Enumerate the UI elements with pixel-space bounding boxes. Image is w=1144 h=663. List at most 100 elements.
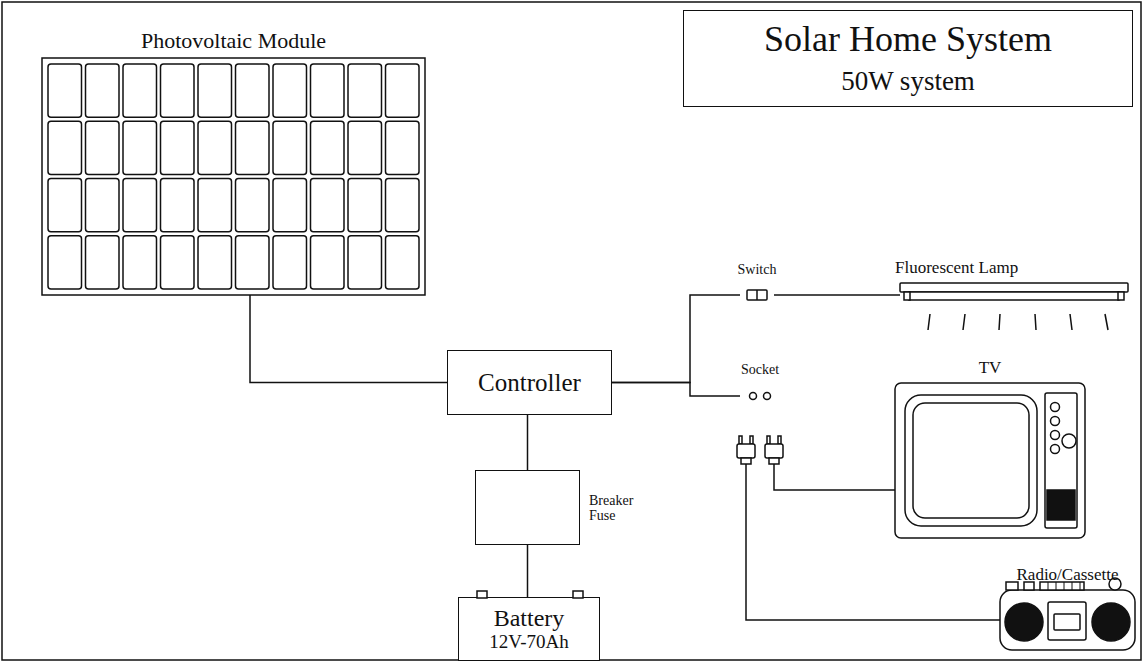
node-sublabel: 50W system	[841, 67, 975, 97]
shape-part	[273, 236, 307, 289]
shape-part	[311, 179, 345, 232]
shape-part	[123, 179, 157, 232]
shape-part	[123, 64, 157, 117]
shape-part	[236, 236, 270, 289]
shape-part	[161, 121, 195, 174]
shape-part	[747, 290, 767, 300]
plug-right	[765, 436, 783, 464]
shape-part	[348, 121, 382, 174]
radio-cassette-drawing	[1000, 590, 1135, 650]
node-label: Photovoltaic Module	[141, 29, 326, 53]
wire	[527, 415, 528, 470]
shape-part	[86, 179, 120, 232]
node-sublabel: 12V-70Ah	[489, 632, 569, 653]
battery-box: Battery12V-70Ah	[458, 597, 600, 661]
shape-part	[386, 236, 420, 289]
tv-set: TV	[895, 383, 1085, 538]
shape-part	[311, 236, 345, 289]
shape-part	[1051, 431, 1060, 440]
switch-box: Switch	[740, 282, 774, 308]
shape-part	[1118, 292, 1124, 300]
shape-part	[236, 179, 270, 232]
shape-part	[198, 121, 232, 174]
shape-part	[86, 236, 120, 289]
shape-part	[1051, 403, 1060, 412]
shape-part	[1006, 582, 1018, 590]
shape-part	[236, 121, 270, 174]
shape-part	[1062, 434, 1076, 448]
shape-part	[900, 283, 1128, 292]
shape-part	[198, 236, 232, 289]
shape-part	[908, 292, 1120, 300]
shape-part	[273, 121, 307, 174]
breaker-box: Breaker Fuse	[475, 470, 580, 545]
wire-line	[612, 383, 740, 397]
node-label: Battery	[494, 605, 565, 631]
shape-part	[756, 290, 758, 300]
plug-left	[737, 436, 755, 464]
lamp-rays	[928, 314, 1108, 330]
node-label: TV	[979, 359, 1002, 378]
shape-part	[1048, 602, 1086, 640]
shape-part	[311, 64, 345, 117]
wire	[612, 383, 740, 397]
shape-part	[1051, 445, 1060, 454]
shape-part	[386, 121, 420, 174]
wire	[527, 545, 528, 597]
shape-part	[86, 64, 120, 117]
shape-part	[86, 121, 120, 174]
shape-part	[48, 121, 82, 174]
shape-part	[161, 179, 195, 232]
pv-module: Photovoltaic Module	[42, 58, 425, 295]
node-label: Radio/Cassette	[1017, 566, 1119, 585]
pv-module-drawing	[42, 58, 425, 295]
wire	[612, 295, 740, 383]
title-box: Solar Home System 50W system	[683, 10, 1133, 107]
tv-set-drawing	[895, 383, 1085, 538]
node-label: Socket	[741, 362, 779, 377]
shape-part	[348, 179, 382, 232]
shape-part	[1051, 417, 1060, 426]
shape-part	[161, 64, 195, 117]
shape-part	[236, 64, 270, 117]
radio-cassette: Radio/Cassette	[1000, 590, 1135, 650]
wire	[774, 295, 900, 296]
shape-part	[273, 64, 307, 117]
shape-part	[1054, 614, 1080, 630]
shape-part	[348, 64, 382, 117]
wire-line	[250, 295, 447, 383]
shape-part	[386, 179, 420, 232]
shape-part	[198, 179, 232, 232]
shape-part	[273, 179, 307, 232]
shape-part	[48, 64, 82, 117]
shape-part	[123, 236, 157, 289]
shape-part	[42, 58, 425, 295]
shape-part	[348, 236, 382, 289]
shape-part	[48, 236, 82, 289]
wire-line	[527, 545, 529, 597]
wire-line	[527, 415, 529, 470]
shape-part	[1092, 603, 1130, 641]
shape-part	[1045, 393, 1077, 528]
shape-part	[123, 121, 157, 174]
shape-part	[48, 179, 82, 232]
shape-part	[895, 383, 1085, 538]
shape-part	[477, 591, 487, 598]
socket-box: Socket	[740, 382, 780, 410]
shape-part	[1005, 603, 1043, 641]
wire-line	[774, 294, 900, 296]
wire	[774, 464, 895, 490]
shape-part	[573, 591, 583, 598]
shape-part	[1047, 490, 1075, 520]
shape-part	[386, 64, 420, 117]
shape-part	[750, 393, 757, 400]
controller-box: Controller	[447, 350, 612, 415]
fluorescent-lamp-drawing	[900, 283, 1128, 300]
shape-part	[161, 236, 195, 289]
shape-part	[904, 292, 910, 300]
node-label: Solar Home System	[764, 20, 1052, 60]
node-label: Breaker Fuse	[589, 493, 647, 524]
shape-part	[764, 393, 771, 400]
